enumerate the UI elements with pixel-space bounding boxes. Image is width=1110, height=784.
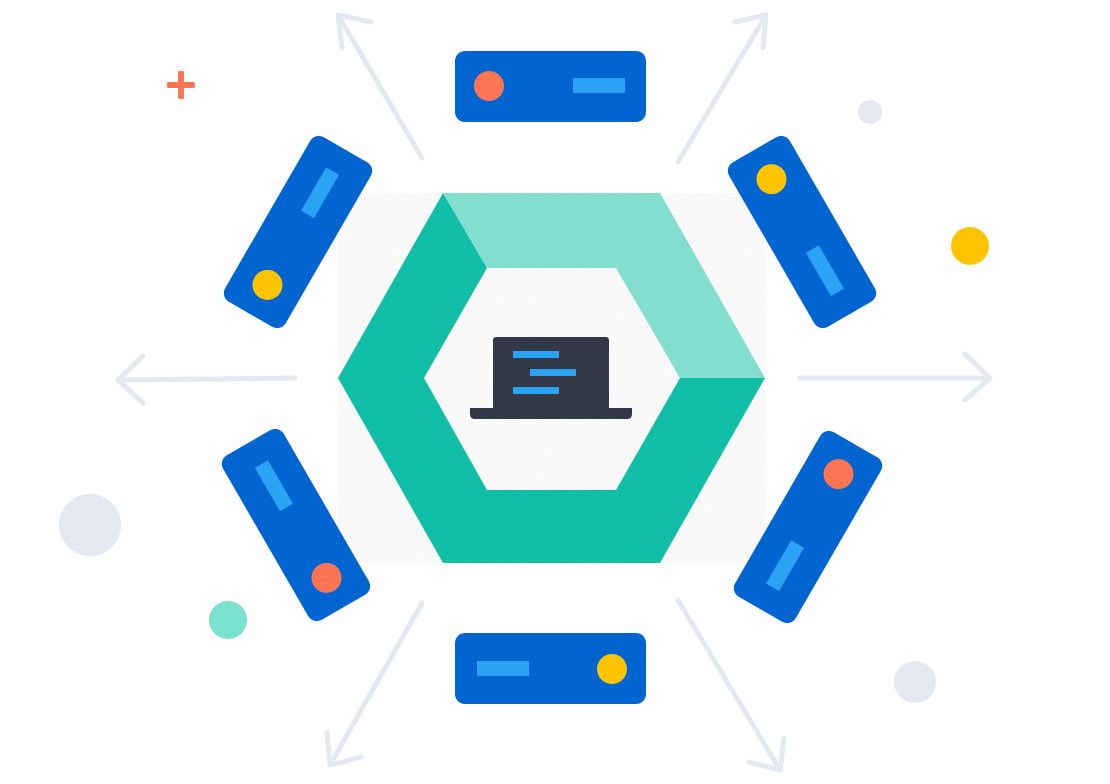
decor-circle-yellow xyxy=(951,227,989,265)
server-top-right xyxy=(727,135,877,329)
server-top-left xyxy=(223,135,373,329)
server-bottom-left xyxy=(221,428,371,622)
status-dot xyxy=(597,654,627,684)
status-dot xyxy=(756,164,787,195)
decor-circle-bottom-right xyxy=(894,661,936,703)
drive-slot xyxy=(573,78,625,93)
decor-circle-teal xyxy=(209,601,247,639)
drive-slot xyxy=(766,540,805,592)
status-dot xyxy=(252,269,283,300)
drive-slot xyxy=(477,661,529,676)
hexagon-ring xyxy=(338,193,765,563)
code-line-3 xyxy=(513,387,559,394)
status-dot xyxy=(474,71,504,101)
code-line-1 xyxy=(513,351,559,358)
arrow-top-right-icon xyxy=(675,12,769,165)
drive-slot xyxy=(254,460,293,512)
laptop-icon xyxy=(470,337,632,419)
drive-slot xyxy=(805,245,844,297)
arrow-left-icon xyxy=(115,353,298,406)
decor-circle-large xyxy=(59,494,121,556)
server-top xyxy=(455,51,646,122)
arrow-bottom-right-icon xyxy=(675,597,787,773)
arrow-bottom-left-icon xyxy=(324,600,425,768)
arrow-right-icon xyxy=(797,351,993,403)
drive-slot xyxy=(301,167,340,219)
code-line-2 xyxy=(530,369,576,376)
server-bottom xyxy=(455,633,646,704)
status-dot xyxy=(311,562,342,593)
arrow-top-left-icon xyxy=(335,12,425,161)
plus-icon xyxy=(167,71,195,99)
decor-circle-small-top xyxy=(858,100,882,124)
server-bottom-right xyxy=(733,430,883,624)
status-dot xyxy=(823,459,854,490)
